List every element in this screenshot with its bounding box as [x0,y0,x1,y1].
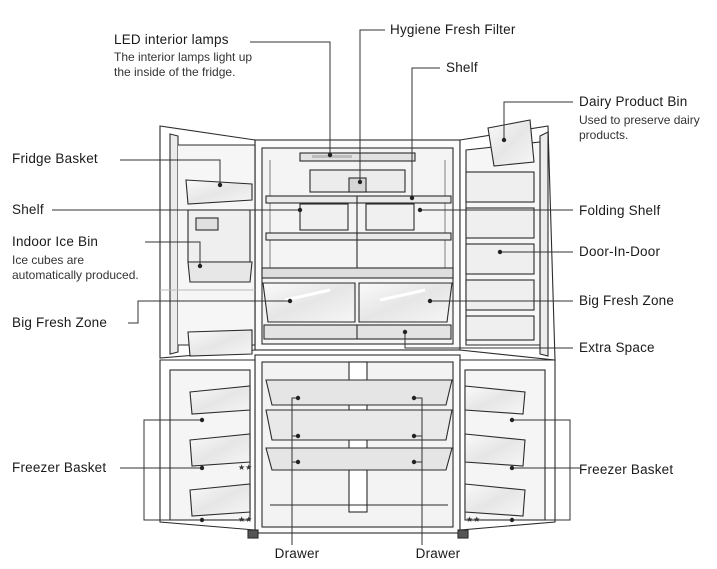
label-extra-space: Extra Space [579,340,655,355]
desc-dairy-product-bin-2: products. [579,128,629,142]
label-door-in-door: Door-In-Door [579,244,661,259]
fridge-right-door [459,119,556,361]
freezer-cabinet [254,354,461,534]
label-indoor-ice-bin: Indoor Ice Bin [12,234,99,249]
label-folding-shelf: Folding Shelf [579,203,661,218]
freezer-left-door [159,359,256,531]
star-rating-mark: ★★ [466,515,480,524]
label-freezer-basket-left: Freezer Basket [12,460,107,475]
callout-dots [197,137,515,523]
label-dairy-product-bin: Dairy Product Bin [579,94,688,109]
desc-dairy-product-bin-1: Used to preserve dairy [579,113,700,127]
label-fridge-basket: Fridge Basket [12,151,98,166]
fridge-left-door [159,125,256,359]
desc-indoor-ice-bin-2: automatically produced. [12,268,139,282]
star-rating-mark: ★★ [238,463,252,472]
leader-lines [52,29,580,545]
label-hygiene-fresh-filter: Hygiene Fresh Filter [390,22,516,37]
label-drawer-left: Drawer [274,546,320,561]
fridge-cabinet [254,139,461,351]
label-big-fresh-zone-right: Big Fresh Zone [579,293,675,308]
star-rating-mark: ★★ [238,515,252,524]
label-freezer-basket-right: Freezer Basket [579,462,674,477]
desc-led-interior-lamps-2: the inside of the fridge. [114,65,236,79]
label-shelf-top: Shelf [446,60,478,75]
label-big-fresh-zone-left: Big Fresh Zone [12,315,108,330]
label-shelf-left: Shelf [12,202,44,217]
label-led-interior-lamps: LED interior lamps [114,32,229,47]
desc-led-interior-lamps-1: The interior lamps light up [114,50,253,64]
freezer-right-door [459,359,556,531]
desc-indoor-ice-bin-1: Ice cubes are [12,253,85,267]
label-drawer-right: Drawer [415,546,461,561]
